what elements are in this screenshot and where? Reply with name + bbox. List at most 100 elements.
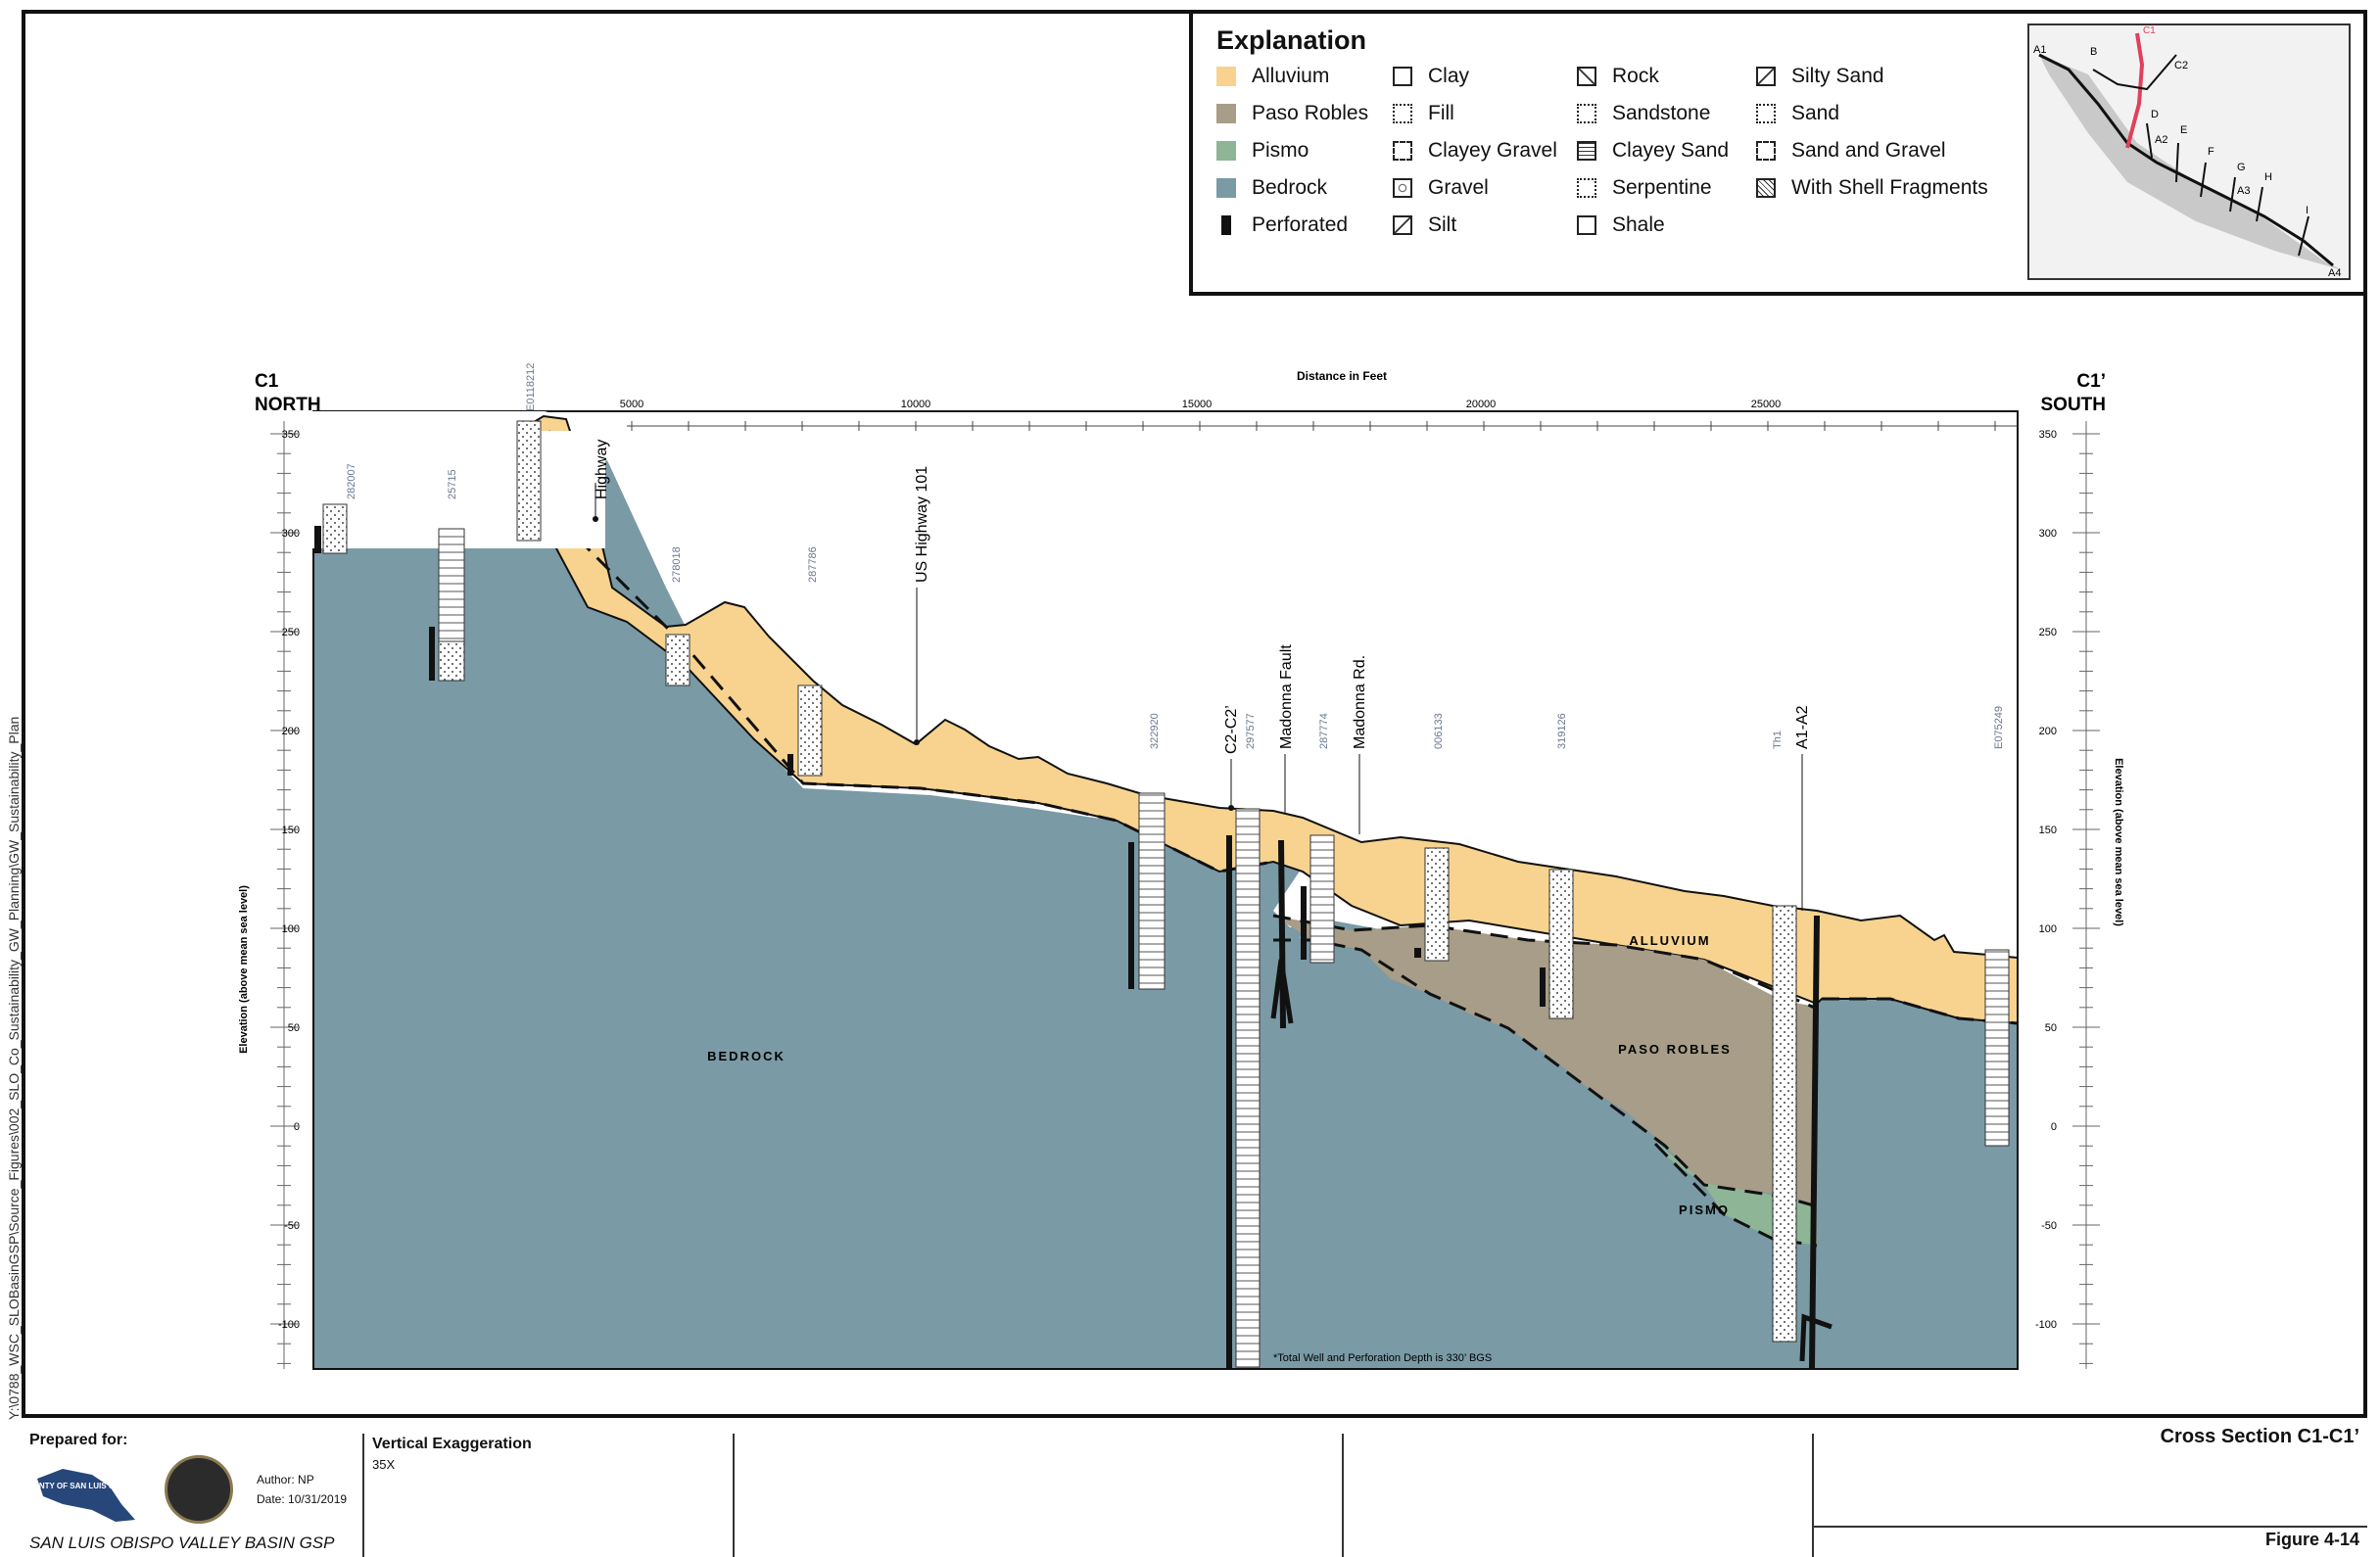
inset-label-a4: A4 [2328,267,2341,278]
pismo-swatch [1216,141,1236,161]
inset-label-i: I [2306,205,2309,216]
elevation-label-left: Elevation (above mean sea level) [238,885,250,1054]
shell-fragments-swatch [1756,178,1776,198]
elevation-right-label: 150 [2039,825,2057,836]
perforated-swatch [1221,215,1231,235]
legend-bedrock: Bedrock [1216,176,1327,200]
c2-dot [1228,805,1234,811]
elevation-right-label: -50 [2041,1220,2057,1232]
label-alluvium: ALLUVIUM [1629,933,1710,948]
highway-dot [593,516,598,522]
well-label-e0118212: E0118212 [525,363,537,411]
well-label-282007: 282007 [346,463,357,499]
right-end-label-2: SOUTH [2041,395,2107,415]
elevation-right-label: 100 [2039,923,2057,935]
label-us101: US Highway 101 [914,466,930,583]
right-end-label-1: C1’ [2076,371,2106,392]
inset-label-g: G [2237,162,2246,173]
legend-sand-and-gravel: Sand and Gravel [1756,139,1946,163]
legend-perforated-label: Perforated [1252,213,1349,236]
inset-basin-shape [2039,55,2343,270]
distance-title: Distance in Feet [1297,369,1387,383]
well-label-006133: 006133 [1433,713,1445,749]
inset-a-line [2038,53,2334,267]
title-block: Prepared for: COUNTY OF SAN LUIS OBISPO … [22,1418,2367,1557]
inset-label-e: E [2180,124,2187,136]
inset-b-line [2092,54,2177,91]
well-label-278018: 278018 [671,546,683,583]
well-labels: 282007 25715 E0118212 278018 287786 3229… [346,363,2005,749]
inset-e-line [2175,142,2179,183]
bedrock-swatch [1216,178,1236,198]
distance-tick-20000: 20000 [1466,399,1497,410]
well-label-319126: 319126 [1556,713,1568,749]
label-pismo: PISMO [1679,1203,1730,1217]
perforation-319126 [1540,967,1546,1007]
well-322920 [1138,792,1166,990]
well-label-25715: 25715 [447,469,458,499]
left-end-label-2: NORTH [255,395,321,415]
inset-label-c1: C1 [2143,25,2156,36]
fault-arrows-south [1799,1313,1833,1362]
legend-fill-label: Fill [1428,102,1454,124]
elevation-left-label: -100 [278,1319,300,1331]
clayey-sand-swatch [1577,141,1596,161]
legend-clay-label: Clay [1428,65,1470,87]
label-paso-robles: PASO ROBLES [1618,1042,1732,1057]
gravel-swatch [1393,178,1412,198]
sheet-title: Cross Section C1-C1’ [2160,1426,2359,1447]
well-278018 [665,634,690,686]
legend-silt: Silt [1393,213,1456,237]
vertical-exaggeration-value: 35X [372,1457,396,1472]
section-border [312,410,2019,1370]
footer-divider-3 [1342,1434,1344,1557]
sky-mask-peak [509,411,548,436]
perforation-282007 [314,526,321,553]
legend-sand-and-gravel-label: Sand and Gravel [1791,139,1946,162]
perforation-287786 [787,754,793,776]
elevation-left-label: 250 [282,627,300,638]
distance-tick-5000: 5000 [620,399,643,410]
label-highway: Highway [594,440,610,499]
distance-tick-25000: 25000 [1751,399,1782,410]
legend-clayey-gravel: Clayey Gravel [1393,139,1557,163]
wells [322,420,2010,1368]
inset-g-line [2229,176,2236,212]
inset-label-f: F [2208,146,2214,158]
legend-paso-robles: Paso Robles [1216,102,1368,125]
elevation-left-label: 300 [282,528,300,540]
legend-clayey-gravel-label: Clayey Gravel [1428,139,1557,162]
legend-pismo-label: Pismo [1252,139,1309,162]
legend-alluvium: Alluvium [1216,65,1329,88]
well-287774 [1309,834,1335,964]
cross-section-svg: Distance in Feet 5000 10000 15000 20000 … [238,363,2124,1370]
rock-swatch [1577,67,1596,86]
elevation-left-label: 50 [288,1022,300,1034]
legend-clay: Clay [1393,65,1469,88]
inset-i-line [2298,215,2309,257]
well-25715-sand [438,640,465,682]
elevation-right-label: 50 [2045,1022,2057,1034]
well-label-th1: Th1 [1772,731,1784,749]
well-label-322920: 322920 [1149,713,1161,749]
county-logo-svg: COUNTY OF SAN LUIS OBISPO [22,1469,139,1522]
well-297577 [1235,808,1261,1368]
perforation-287774 [1301,886,1307,960]
legend-perforated: Perforated [1216,213,1348,237]
elevation-label-right: Elevation (above mean sea level) [2113,758,2124,926]
inset-label-a3: A3 [2237,185,2250,197]
well-label-e075249: E075249 [1993,706,2005,749]
shale-swatch [1577,215,1596,235]
inset-label-c2: C2 [2174,60,2188,71]
distance-tick-15000: 15000 [1182,399,1213,410]
vertical-exaggeration-label: Vertical Exaggeration [372,1436,532,1452]
legend-silty-sand-label: Silty Sand [1791,65,1884,87]
a1-a2-fault [1809,915,1820,1370]
county-logo: COUNTY OF SAN LUIS OBISPO [22,1461,143,1526]
inset-label-b: B [2090,46,2097,58]
well-e0118212 [516,420,542,542]
legend-pismo: Pismo [1216,139,1309,163]
footnote: *Total Well and Perforation Depth is 330… [1273,1352,1492,1364]
elevation-left-label: 200 [282,726,300,737]
